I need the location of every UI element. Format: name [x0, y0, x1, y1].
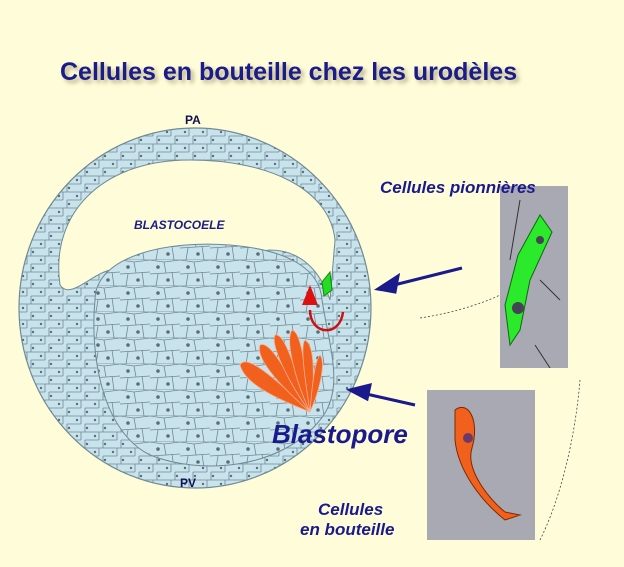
- pioneer-cells-in-embryo: [321, 270, 333, 297]
- label-pioneer-cells: Cellules pionnières: [380, 178, 536, 197]
- blue-arrow-icon: [345, 266, 463, 407]
- label-pa: PA: [185, 113, 201, 127]
- bottle-cells: [239, 329, 323, 413]
- connector-line: [539, 379, 581, 541]
- connector-line: [419, 294, 501, 319]
- label-bottle-cells-line2: en bouteille: [300, 520, 395, 539]
- label-pv: PV: [180, 476, 197, 490]
- label-blastopore: Blastopore: [272, 419, 408, 449]
- pioneer-cells-photo: [500, 186, 568, 369]
- label-blastocoele: BLASTOCOELE: [134, 218, 225, 232]
- red-curved-arrow-icon: [308, 309, 345, 332]
- bottle-cell-photo: [427, 390, 535, 540]
- label-bottle-cells-line1: Cellules: [318, 500, 384, 519]
- page-title: Cellules en bouteille chez les urodèles: [60, 58, 518, 86]
- yolk-mass: [93, 243, 335, 467]
- red-arrowhead-icon: [302, 285, 318, 305]
